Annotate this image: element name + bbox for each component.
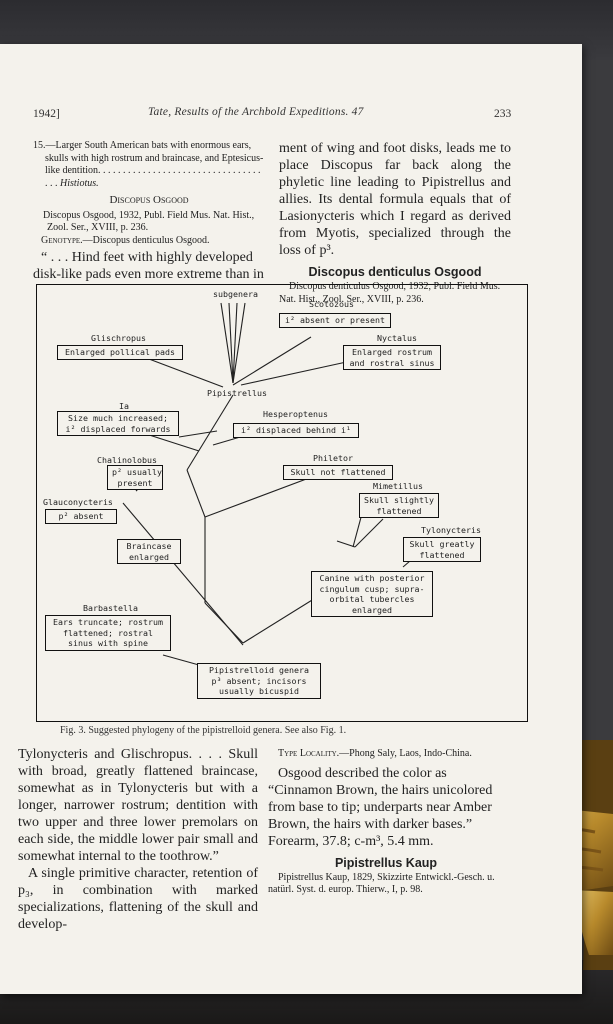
box-nyctalus: Enlarged rostrum and rostral sinus <box>343 345 441 370</box>
label-glischropus: Glischropus <box>91 333 146 343</box>
left-column-bottom: Tylonycteris and Glischropus. . . . Skul… <box>18 746 258 933</box>
genotype-line: Genotype.—Discopus denticulus Osgood. <box>41 234 210 246</box>
label-hesperoptenus: Hesperoptenus <box>263 409 328 419</box>
label-subgenera: subgenera <box>213 289 258 299</box>
left-column-top: 15.—Larger South American bats with enor… <box>33 140 265 283</box>
label-chalinolobus: Chalinolobus <box>97 455 157 465</box>
key-couplet: 15.—Larger South American bats with enor… <box>33 140 264 189</box>
box-canine: Canine with posterior cingulum cusp; sup… <box>311 571 433 617</box>
genus-citation-discopus: Discopus Osgood, 1932, Publ. Field Mus. … <box>43 209 255 234</box>
genus-heading-discopus: Discopus Osgood <box>109 194 189 206</box>
species-citation: Discopus denticulus Osgood, 1932, Publ. … <box>279 281 501 305</box>
box-mimetillus: Skull slightly flattened <box>359 493 439 518</box>
label-nyctalus: Nyctalus <box>377 333 417 343</box>
box-glischropus: Enlarged pollical pads <box>57 345 183 360</box>
page-number: 233 <box>494 108 512 120</box>
box-pipistrelloid-root: Pipistrelloid genera p³ absent; incisors… <box>197 663 321 699</box>
box-philetor: Skull not flattened <box>283 465 393 480</box>
box-glauconycteris: p² absent <box>45 509 117 524</box>
label-scotozous: Scotozous <box>309 299 354 309</box>
label-ia: Ia <box>119 401 129 411</box>
right-column-bottom: Type Locality.—Phong Saly, Laos, Indo-Ch… <box>268 748 504 897</box>
box-braincase: Braincase enlarged <box>117 539 181 564</box>
label-philetor: Philetor <box>313 453 353 463</box>
box-barbastella: Ears truncate; rostrum flattened; rostra… <box>45 615 171 651</box>
label-tylonycteris: Tylonycteris <box>421 525 481 535</box>
box-tylonycteris: Skull greatly flattened <box>403 537 481 562</box>
box-hesperoptenus: i² displaced behind i¹ <box>233 423 359 438</box>
key-result: Histiotus. <box>60 177 99 189</box>
quote-paragraph-start: “ . . . Hind feet with highly developed … <box>33 250 264 282</box>
label-barbastella: Barbastella <box>83 603 138 613</box>
type-locality: Type Locality.—Phong Saly, Laos, Indo-Ch… <box>278 748 472 759</box>
genus-heading-pipistrellus: Pipistrellus Kaup <box>334 855 438 870</box>
quote-paragraph-end: Tylonycteris and Glischropus. . . . Skul… <box>18 747 258 864</box>
box-chalinolobus: p² usually present <box>107 465 163 490</box>
box-ia: Size much increased; i² displaced forwar… <box>57 411 179 436</box>
species-heading-discopus-denticulus: Discopus denticulus Osgood <box>308 265 482 279</box>
figure-caption: Fig. 3. Suggested phylogeny of the pipis… <box>60 725 347 736</box>
header-year: 1942] <box>33 108 60 120</box>
phylogeny-lines <box>96 302 418 666</box>
book-page: 1942] Tate, Results of the Archbold Expe… <box>0 44 582 994</box>
label-mimetillus: Mimetillus <box>373 481 423 491</box>
running-title: Tate, Results of the Archbold Expedition… <box>148 106 364 118</box>
genus-citation-pipistrellus: Pipistrellus Kaup, 1829, Skizzirte Entwi… <box>268 871 495 896</box>
figure-phylogeny: subgenera Scotozous i² absent or present… <box>36 284 528 722</box>
label-pipistrellus: Pipistrellus <box>207 388 267 398</box>
primitive-character-paragraph: A single primitive character, retention … <box>18 866 258 932</box>
osgood-color-paragraph: Osgood described the color as “Cinnamon … <box>268 765 493 849</box>
right-column-top: ment of wing and foot disks, leads me to… <box>279 140 511 306</box>
box-scotozous: i² absent or present <box>279 313 391 328</box>
label-glauconycteris: Glauconycteris <box>43 497 113 507</box>
continuation-paragraph: ment of wing and foot disks, leads me to… <box>279 141 511 258</box>
